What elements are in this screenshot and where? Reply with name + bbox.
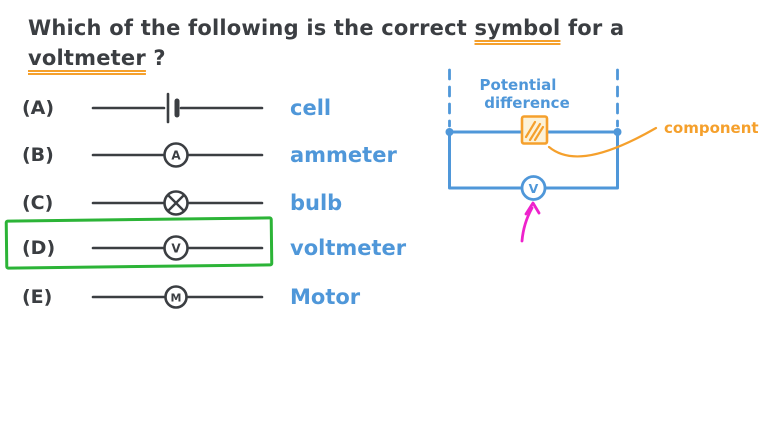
circuit-voltmeter-circle (520, 175, 547, 201)
circuit-voltmeter-letter: V (529, 181, 539, 196)
potential-difference-label-line2: difference (484, 94, 570, 112)
question-title-line2: voltmeter ? (28, 46, 166, 70)
question-text-underlined: voltmeter (28, 46, 146, 70)
left-junction-dot (445, 128, 454, 136)
component-hatch-line (524, 120, 537, 139)
option-row-c[interactable]: (C) bulb (0, 185, 430, 221)
option-id-label: (E) (22, 286, 53, 308)
option-row-d[interactable]: (D) V voltmeter (0, 230, 430, 266)
component-hatch-line (533, 125, 545, 142)
option-text-label: ammeter (290, 143, 397, 167)
ammeter-symbol-icon: A (91, 142, 264, 168)
option-text-label: cell (290, 96, 332, 120)
circuit-diagram: Potential difference V component (445, 68, 759, 243)
option-text-label: Motor (290, 285, 361, 309)
question-text-underlined: symbol (474, 16, 561, 40)
option-id-label: (A) (22, 97, 55, 119)
voltmeter-pointer-arrow (520, 201, 541, 243)
ammeter-letter: A (171, 149, 181, 163)
question-text: ? (145, 46, 166, 70)
option-text-label: voltmeter (290, 236, 407, 260)
potential-difference-label-line1: Potential (480, 76, 557, 94)
motor-letter: M (171, 292, 182, 305)
question-title-line1: Which of the following is the correct sy… (28, 16, 624, 40)
option-row-b[interactable]: (B) A ammeter (0, 137, 430, 173)
option-id-label: (B) (22, 144, 54, 166)
component-box (520, 115, 549, 145)
option-text-label: bulb (290, 191, 343, 215)
question-text: for a (560, 16, 625, 40)
right-junction-dot (613, 128, 622, 136)
option-id-label: (D) (22, 237, 56, 259)
question-text: Which of the following is the correct (28, 16, 475, 40)
voltmeter-symbol-icon: V (91, 235, 264, 261)
component-callout-curve (547, 126, 658, 158)
cell-symbol-icon (91, 92, 264, 124)
option-id-label: (C) (22, 192, 54, 214)
component-hatch-line (528, 122, 542, 142)
motor-symbol-icon: M (91, 285, 264, 309)
bulb-symbol-icon (91, 190, 264, 216)
component-label: component (664, 119, 759, 137)
option-row-e[interactable]: (E) M Motor (0, 279, 430, 315)
option-row-a[interactable]: (A) cell (0, 90, 430, 126)
voltmeter-letter: V (171, 242, 181, 256)
